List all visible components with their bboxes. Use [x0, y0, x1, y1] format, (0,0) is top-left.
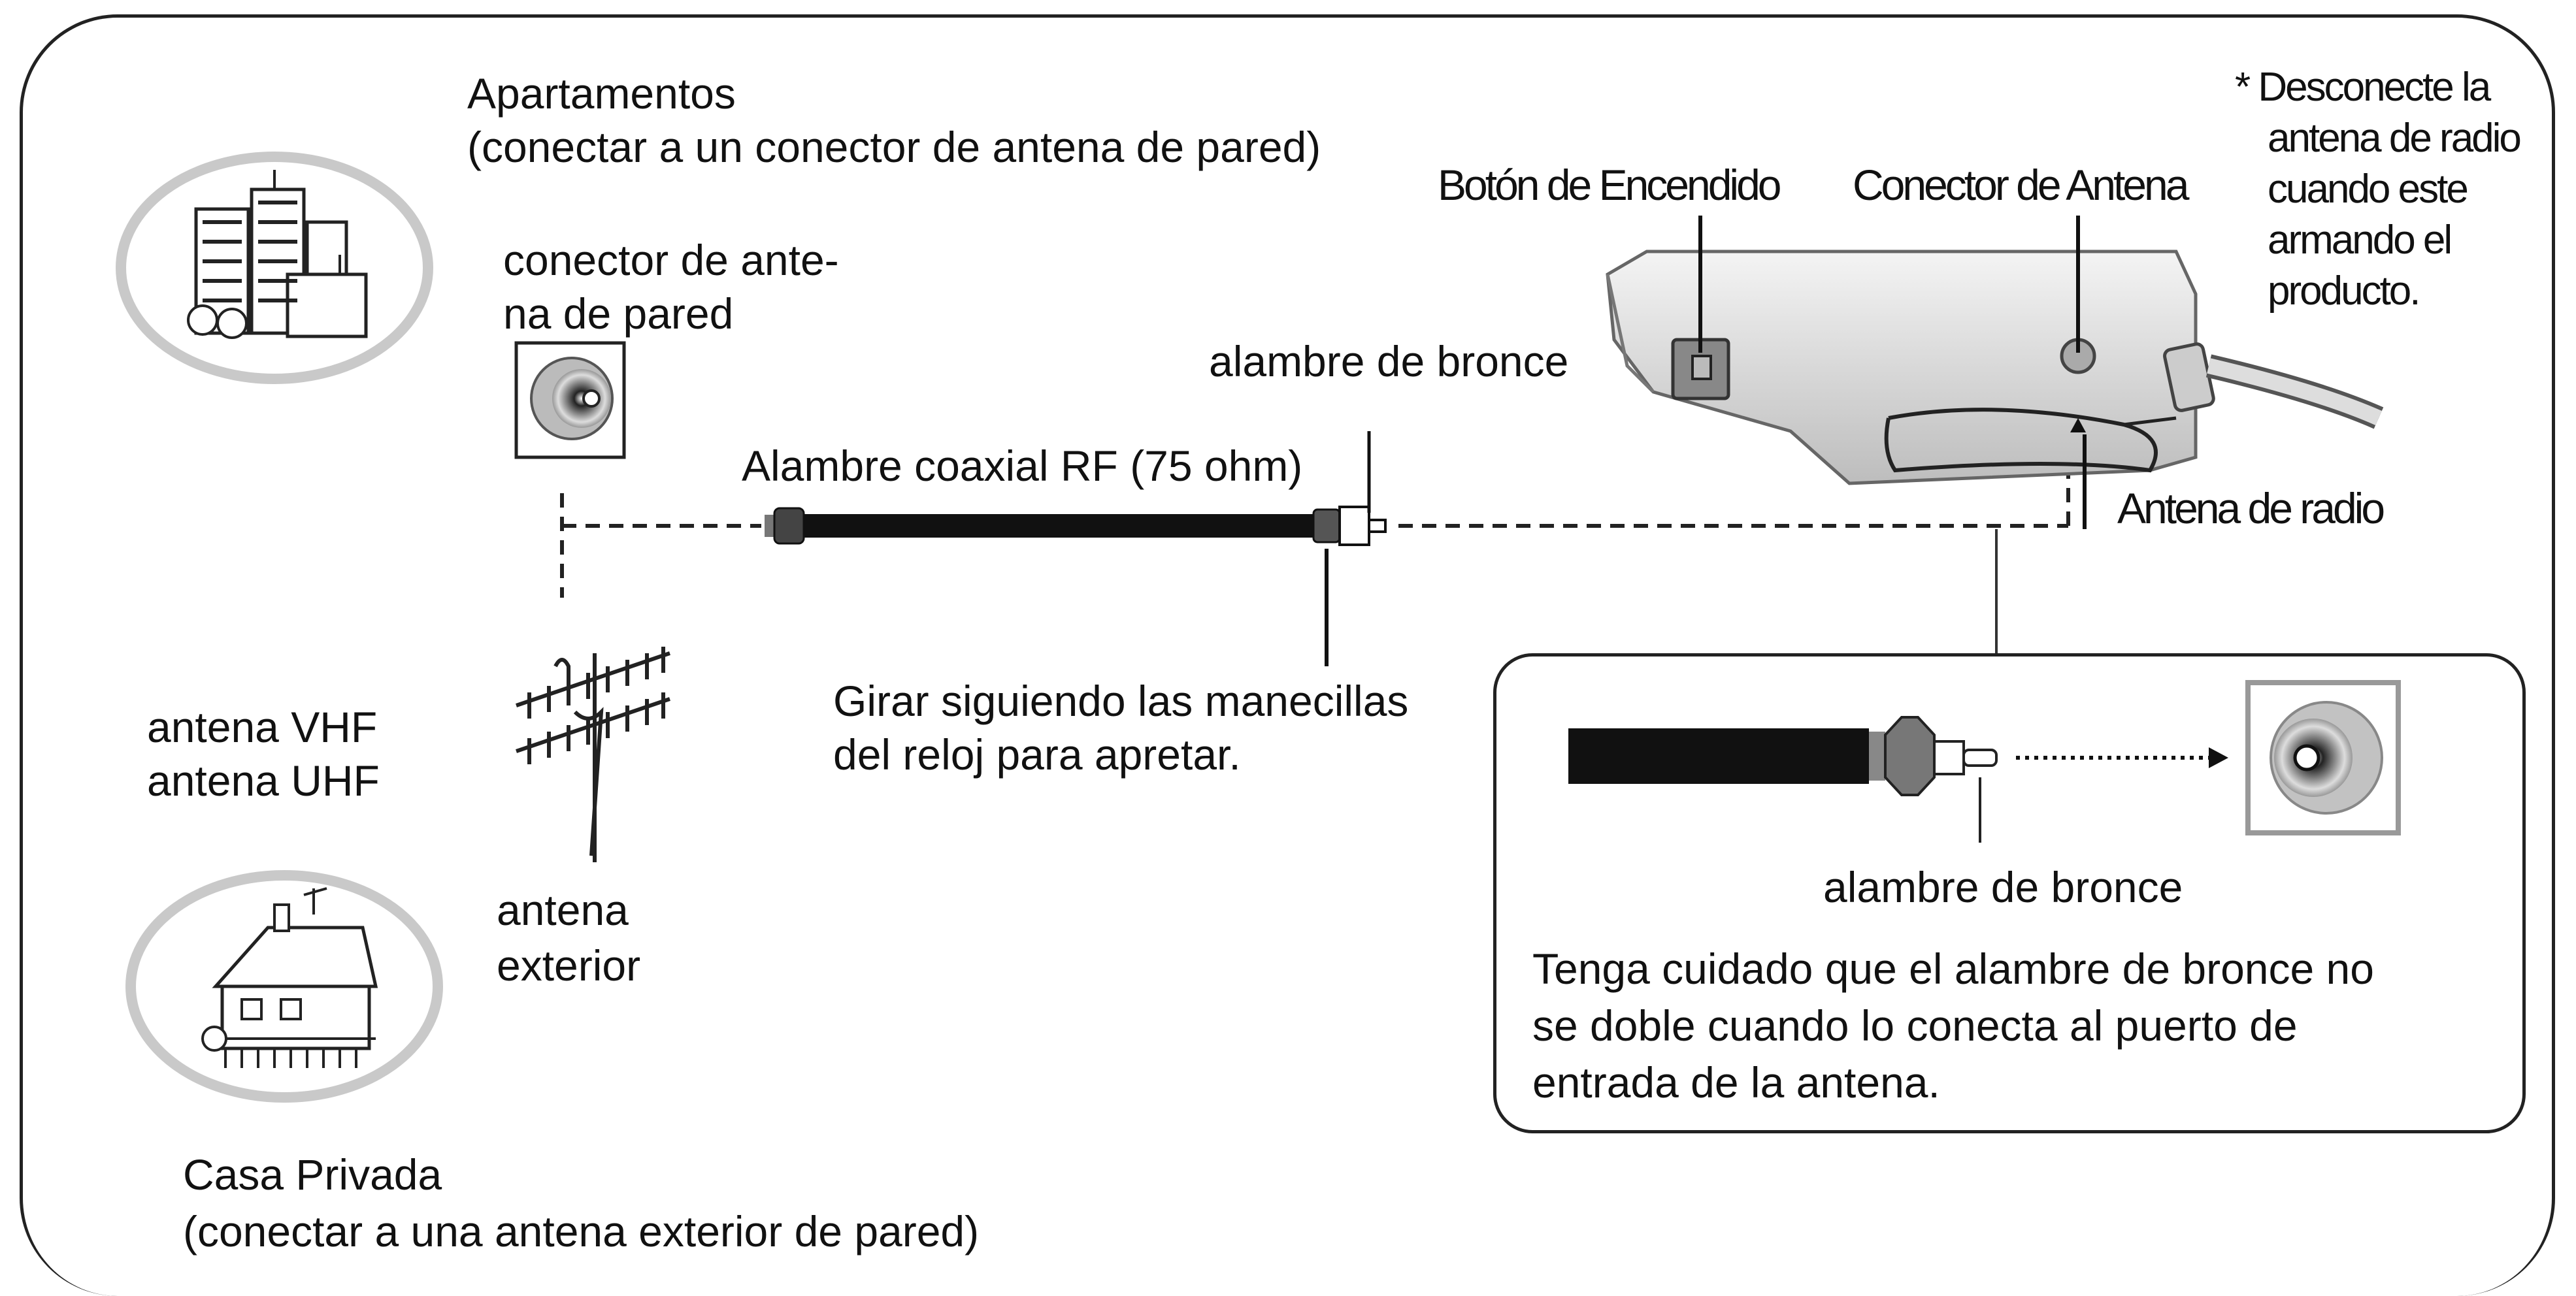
outdoor-antenna-icon: [516, 647, 670, 862]
rotate-instruction-line2: del reloj para apretar.: [833, 730, 1241, 779]
wall-jack-icon: [514, 341, 626, 459]
note-line-2: antena de radio: [2268, 116, 2522, 161]
wall-connector-label-line2: na de pared: [503, 289, 734, 338]
note-line-3: cuando este: [2268, 167, 2469, 212]
caution-line-2: se doble cuando lo conecta al puerto de: [1532, 1001, 2298, 1050]
antenna-connector-label: Conector de Antena: [1853, 161, 2189, 209]
rotate-instruction-line1: Girar siguiendo las manecillas: [833, 677, 1409, 725]
inset-caution-box: [1493, 653, 2526, 1133]
inset-brass-wire-label: alambre de bronce: [1823, 863, 2183, 911]
apartments-title: Apartamentos: [467, 69, 736, 118]
caution-line-3: entrada de la antena.: [1532, 1058, 1940, 1107]
power-button-label: Botón de Encendido: [1438, 161, 1781, 209]
house-subtitle: (conectar a una antena exterior de pared…: [183, 1207, 980, 1256]
apartments-subtitle: (conectar a un conector de antena de par…: [467, 123, 1321, 171]
note-line-4: armando el: [2268, 218, 2452, 263]
note-line-5: producto.: [2268, 268, 2421, 314]
brass-wire-label: alambre de bronce: [1209, 337, 1569, 385]
coax-cable-icon: [765, 431, 1387, 666]
radio-antenna-label: Antena de radio: [2117, 484, 2385, 532]
wall-connector-label-line1: conector de ante-: [503, 236, 839, 284]
inset-detail-illustration: [1568, 680, 2401, 843]
connection-lines: [560, 444, 2070, 598]
caution-line-1: Tenga cuidado que el alambre de bronce n…: [1532, 945, 2374, 993]
uhf-antenna-label: antena UHF: [147, 756, 380, 805]
outdoor-antenna-line2: exterior: [497, 941, 641, 990]
device-illustration: [1606, 216, 2384, 653]
vhf-antenna-label: antena VHF: [147, 703, 378, 751]
apartment-icon: [116, 152, 433, 384]
house-title: Casa Privada: [183, 1150, 442, 1199]
coax-cable-label: Alambre coaxial RF (75 ohm): [742, 442, 1303, 490]
outdoor-antenna-line1: antena: [497, 886, 629, 934]
diagram-frame: [20, 14, 2555, 1296]
note-line-1: * Desconecte la: [2235, 65, 2491, 110]
house-icon: [125, 870, 443, 1103]
